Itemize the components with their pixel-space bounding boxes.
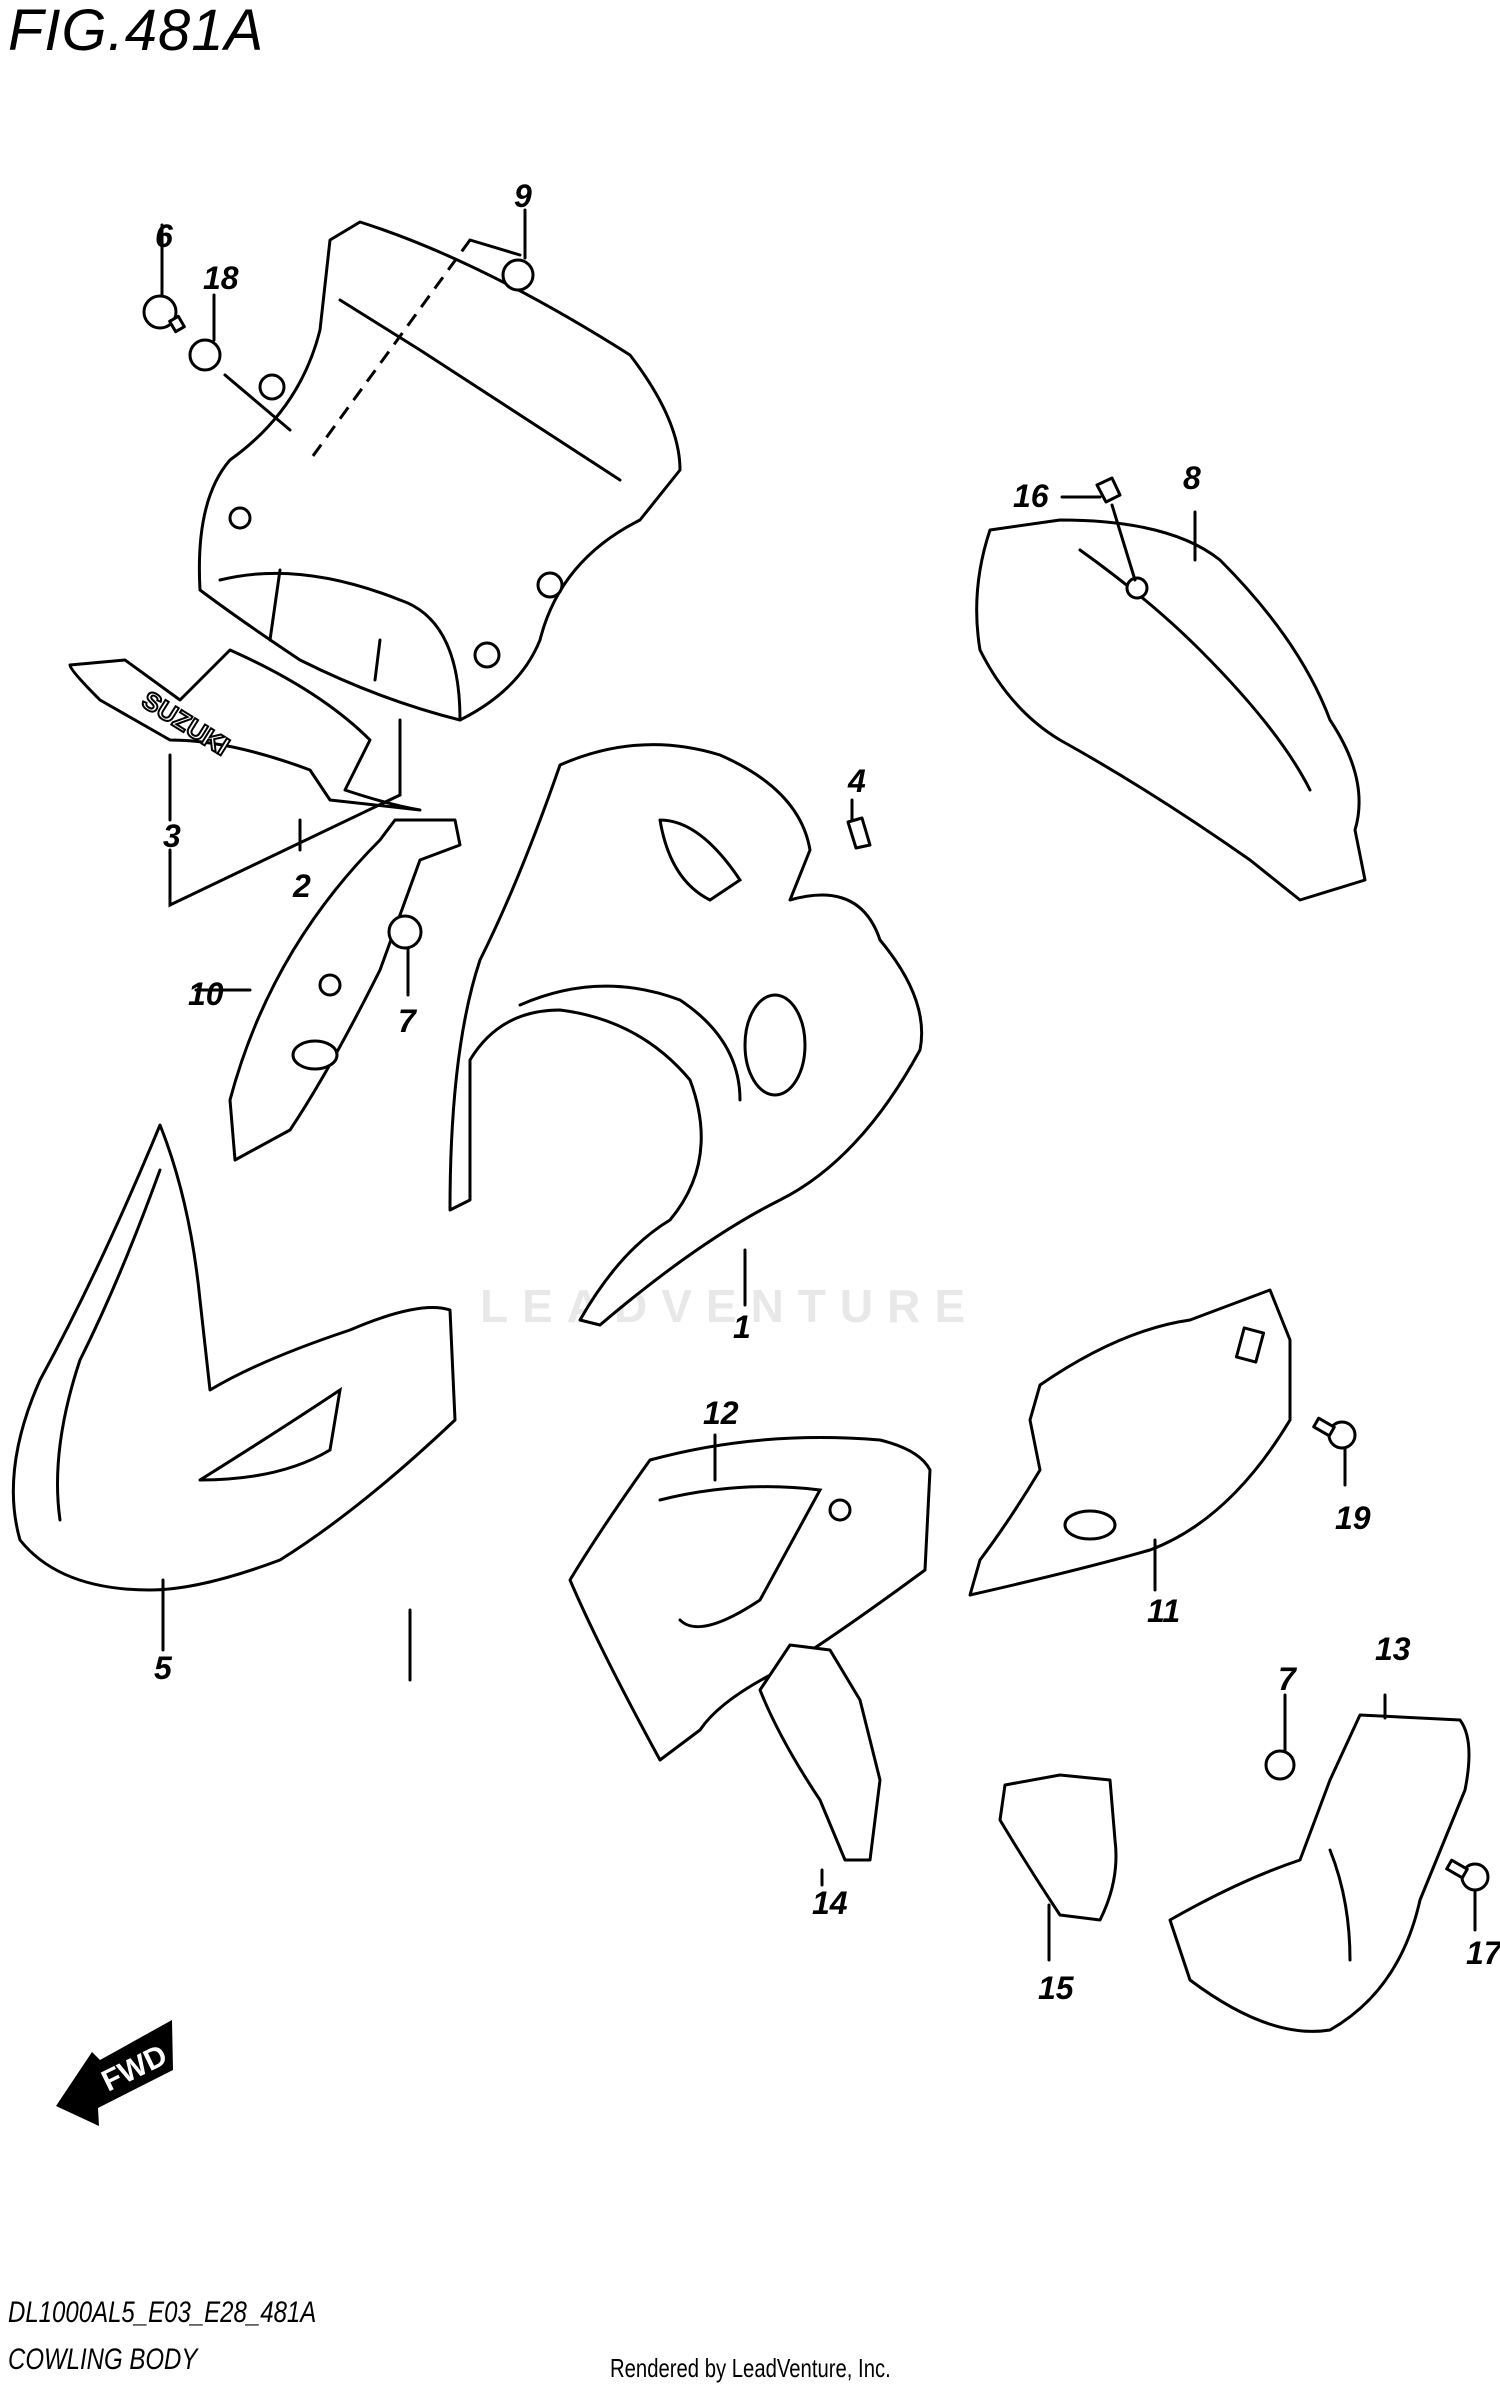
callout-7-upper[interactable]: 7: [398, 1003, 416, 1039]
callout-5[interactable]: 5: [154, 1650, 172, 1686]
front-beak-part[interactable]: [11, 1123, 457, 1592]
inner-cover-14-part[interactable]: [758, 1643, 882, 1862]
screw-19-part[interactable]: [1312, 1416, 1357, 1450]
callout-8[interactable]: 8: [1183, 460, 1201, 496]
clip-16-part[interactable]: [1095, 476, 1122, 504]
side-cowl-left-part[interactable]: [568, 1436, 932, 1762]
section-name: COWLING BODY: [8, 2343, 198, 2376]
callout-1[interactable]: 1: [733, 1309, 751, 1345]
callout-19[interactable]: 19: [1335, 1500, 1371, 1536]
watermark: LEADVENTURE: [480, 1280, 980, 1332]
figure-title: FIG.481A: [8, 0, 265, 63]
callout-11[interactable]: 11: [1147, 1593, 1181, 1629]
callout-9[interactable]: 9: [514, 178, 532, 214]
screw-6-part[interactable]: [142, 294, 186, 334]
inner-bracket-part[interactable]: [228, 818, 462, 1162]
callout-13[interactable]: 13: [1375, 1631, 1411, 1667]
side-cowl-right-part[interactable]: [968, 1288, 1292, 1597]
callout-14[interactable]: 14: [812, 1885, 848, 1921]
screw-17-part[interactable]: [1445, 1858, 1490, 1892]
windscreen-part[interactable]: [197, 220, 682, 722]
callout-7-lower[interactable]: 7: [1278, 1661, 1296, 1697]
callout-17[interactable]: 17: [1466, 1935, 1500, 1971]
nut-9-part[interactable]: [501, 258, 535, 292]
callout-3[interactable]: 3: [163, 818, 181, 854]
clip-4-part[interactable]: [846, 816, 872, 850]
callout-4[interactable]: 4: [848, 763, 866, 799]
callout-2[interactable]: 2: [293, 868, 311, 904]
inner-panel-right-part[interactable]: [975, 476, 1367, 902]
under-cover-13-part[interactable]: [1168, 1713, 1471, 2033]
bracket-15-part[interactable]: [998, 1773, 1118, 1922]
grommet-7-lower[interactable]: [1264, 1749, 1296, 1781]
callout-12[interactable]: 12: [703, 1395, 739, 1431]
callout-18[interactable]: 18: [203, 260, 239, 296]
fwd-direction-arrow: FWD: [56, 2020, 173, 2126]
nut-18-part[interactable]: [188, 338, 222, 372]
main-cowl-part[interactable]: [448, 743, 924, 1327]
render-credit: Rendered by LeadVenture, Inc.: [610, 2353, 891, 2383]
callout-16[interactable]: 16: [1013, 478, 1049, 514]
model-code: DL1000AL5_E03_E28_481A: [8, 2296, 317, 2329]
leader-lines: [160, 208, 1477, 1962]
grommet-7-upper[interactable]: [387, 914, 423, 950]
callout-15[interactable]: 15: [1038, 1970, 1074, 2006]
callout-6[interactable]: 6: [155, 218, 173, 254]
callout-10[interactable]: 10: [188, 976, 224, 1012]
